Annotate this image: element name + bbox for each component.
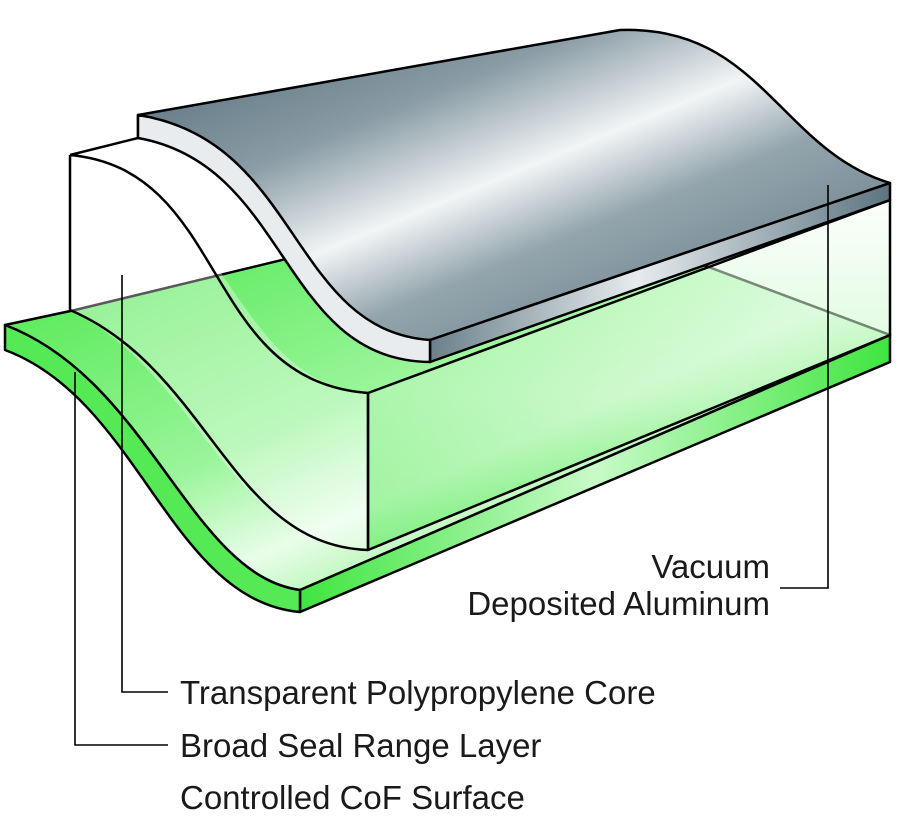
seal-leader-line <box>74 372 168 746</box>
seal-label-line1: Broad Seal Range Layer <box>180 727 541 764</box>
seal-label-line2: Controlled CoF Surface <box>180 779 525 816</box>
leader-lines <box>74 185 829 746</box>
core-left-face <box>70 155 368 550</box>
aluminum-step <box>69 136 139 157</box>
core-left-curve <box>69 153 369 395</box>
aluminum-left-edge <box>136 113 432 364</box>
core-leader-line <box>121 275 168 693</box>
aluminum-layer <box>69 28 892 364</box>
aluminum-leader-line <box>780 185 829 589</box>
core-label: Transparent Polypropylene Core <box>180 674 656 711</box>
aluminum-label-line1: Vacuum <box>651 548 770 585</box>
core-layer <box>68 153 892 552</box>
aluminum-label-line2: Deposited Aluminum <box>467 585 770 622</box>
core-left-bottom-curve <box>69 308 369 552</box>
